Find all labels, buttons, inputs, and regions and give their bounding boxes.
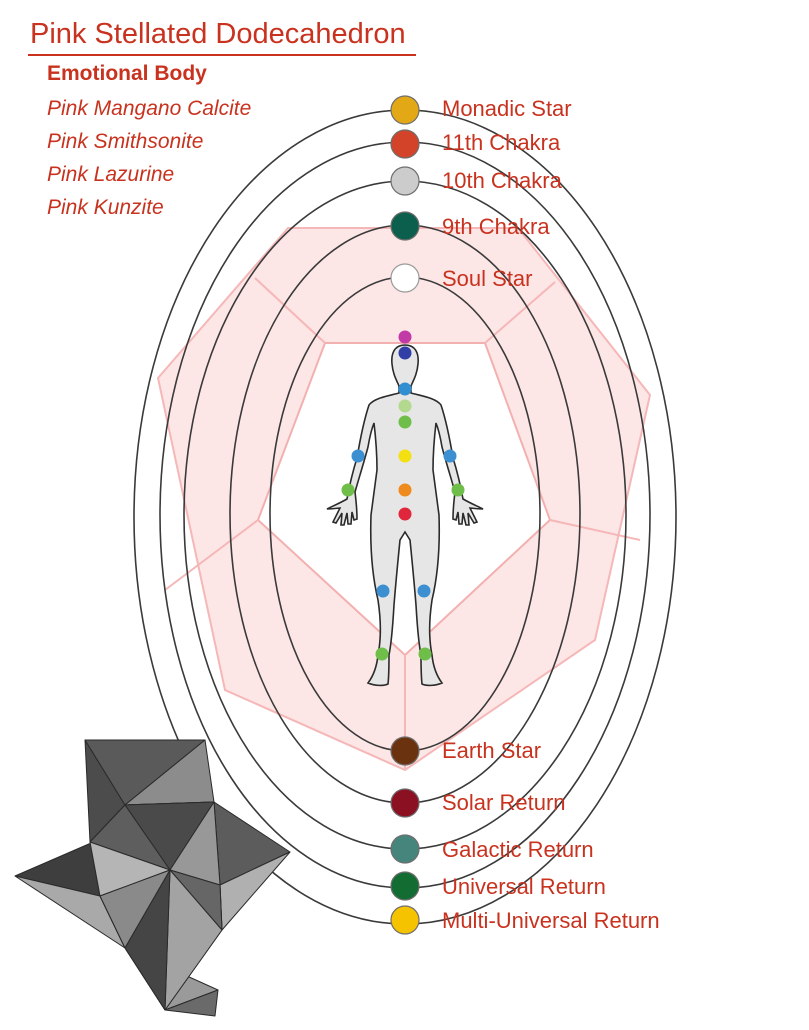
crystal-item: Pink Mangano Calcite (47, 97, 252, 120)
label-9th-chakra: 9th Chakra (442, 214, 550, 239)
left-wrist-dot (341, 483, 355, 497)
orbit-chakra-markers (390, 95, 420, 935)
heart-chakra-dot (398, 415, 412, 429)
monadic-star-dot (390, 95, 420, 125)
stellated-dodecahedron-solid (14, 739, 291, 1017)
crown-chakra-dot (398, 330, 412, 344)
label-monadic-star: Monadic Star (442, 96, 572, 121)
11th-chakra-dot (390, 129, 420, 159)
page-title: Pink Stellated Dodecahedron (30, 18, 406, 50)
galactic-return-dot (390, 834, 420, 864)
multi-universal-return-dot (390, 905, 420, 935)
label-solar-return: Solar Return (442, 790, 566, 815)
label-galactic-return: Galactic Return (442, 837, 594, 862)
right-ankle-dot (418, 647, 432, 661)
label-soul-star: Soul Star (442, 266, 533, 291)
right-elbow-dot (443, 449, 457, 463)
left-ankle-dot (375, 647, 389, 661)
9th-chakra-dot (390, 211, 420, 241)
crystal-item: Pink Smithsonite (47, 130, 204, 153)
label-11th-chakra: 11th Chakra (442, 130, 561, 155)
soul-star-dot (390, 263, 420, 293)
right-knee-dot (417, 584, 431, 598)
right-wrist-dot (451, 483, 465, 497)
left-elbow-dot (351, 449, 365, 463)
label-10th-chakra: 10th Chakra (442, 168, 562, 193)
solar-return-dot (390, 788, 420, 818)
body-chakras (398, 330, 412, 521)
label-multi-universal-return: Multi-Universal Return (442, 908, 660, 933)
subtitle-emotional-body: Emotional Body (47, 62, 207, 85)
solar-plexus-chakra-dot (398, 449, 412, 463)
third-eye-chakra-dot (398, 346, 412, 360)
sacral-chakra-dot (398, 483, 412, 497)
title-underline (28, 54, 416, 56)
10th-chakra-dot (390, 166, 420, 196)
throat-chakra-dot (398, 382, 412, 396)
universal-return-dot (390, 871, 420, 901)
root-chakra-dot (398, 507, 412, 521)
left-knee-dot (376, 584, 390, 598)
crystal-item: Pink Lazurine (47, 163, 175, 186)
high-heart-chakra-dot (398, 399, 412, 413)
crystal-item: Pink Kunzite (47, 196, 164, 219)
label-earth-star: Earth Star (442, 738, 542, 763)
label-universal-return: Universal Return (442, 874, 606, 899)
earth-star-dot (390, 736, 420, 766)
joint-points (341, 449, 465, 661)
